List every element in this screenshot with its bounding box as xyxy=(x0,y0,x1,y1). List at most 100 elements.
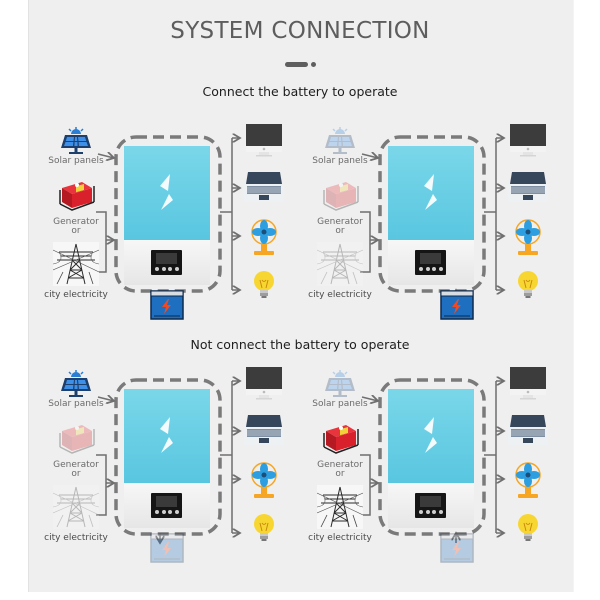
solar-label: Solar panels xyxy=(312,399,368,409)
lightning-logo-icon xyxy=(424,417,437,453)
load-desktop-monitor xyxy=(506,122,550,158)
fan-icon xyxy=(251,462,277,498)
generator-icon xyxy=(323,182,359,211)
title-decoration-bar xyxy=(285,62,308,67)
load-electric-fan xyxy=(506,218,550,255)
generator-label: Generator or xyxy=(306,461,374,479)
battery xyxy=(150,290,184,320)
inverter-front-panel xyxy=(388,146,474,240)
lightning-logo-icon xyxy=(424,174,437,210)
section-heading-with-battery: Connect the battery to operate xyxy=(202,84,398,99)
load-light-bulb xyxy=(242,511,286,547)
generator-label: Generator or xyxy=(42,461,110,479)
generator-icon xyxy=(59,425,95,454)
inverter-front-panel xyxy=(124,146,210,240)
generator-source xyxy=(42,419,110,455)
generator-source xyxy=(42,176,110,212)
solar-arrow xyxy=(361,154,378,158)
inverter-dashed-boundary xyxy=(378,135,486,293)
load-electric-fan xyxy=(242,461,286,498)
load-laptop xyxy=(242,413,286,449)
load-light-bulb xyxy=(506,268,550,304)
lcd-buttons xyxy=(419,267,443,272)
generator-city-bracket xyxy=(96,454,107,516)
power-tower-icon xyxy=(53,485,99,529)
monitor-icon xyxy=(510,124,546,157)
lcd-screen xyxy=(156,496,177,507)
load-laptop xyxy=(506,413,550,449)
light-bulb-icon xyxy=(518,271,538,298)
generator-label-line1: Generator xyxy=(317,217,363,227)
generator-city-bracket xyxy=(96,211,107,273)
laptop-icon xyxy=(508,172,548,202)
lcd-screen xyxy=(420,496,441,507)
solar-panel-icon xyxy=(325,370,355,397)
inverter-dashed-boundary xyxy=(378,378,486,536)
fan-icon xyxy=(515,219,541,255)
light-bulb-icon xyxy=(254,514,274,541)
inverter-front-panel xyxy=(124,389,210,483)
inverter-dashed-boundary xyxy=(114,378,222,536)
hybrid-inverter xyxy=(124,146,210,285)
load-desktop-monitor xyxy=(242,122,286,158)
city-electricity-label: city electricity xyxy=(44,533,108,543)
city-electricity-source xyxy=(42,242,110,286)
generator-city-bracket xyxy=(360,211,371,273)
generator-label-line2: or xyxy=(71,226,81,236)
load-electric-fan xyxy=(506,461,550,498)
connection-diagram-solar-only: Solar panels Generator or xyxy=(42,363,292,568)
generator-label-line2: or xyxy=(335,226,345,236)
solar-source: Solar panels xyxy=(42,369,110,409)
light-bulb-icon xyxy=(254,271,274,298)
generator-label-line1: Generator xyxy=(317,460,363,470)
light-bulb-icon xyxy=(518,514,538,541)
generator-source xyxy=(306,176,374,212)
hybrid-inverter xyxy=(124,389,210,528)
solar-panel-icon xyxy=(325,127,355,154)
generator-label-line2: or xyxy=(71,469,81,479)
solar-label: Solar panels xyxy=(312,156,368,166)
city-electricity-label: city electricity xyxy=(44,290,108,300)
load-desktop-monitor xyxy=(242,365,286,401)
lcd-buttons xyxy=(155,510,179,515)
battery xyxy=(150,533,184,563)
load-light-bulb xyxy=(506,511,550,547)
hybrid-inverter xyxy=(388,389,474,528)
connector-lines xyxy=(96,363,292,568)
city-electricity-source xyxy=(306,485,374,529)
load-desktop-monitor xyxy=(506,365,550,401)
section-heading-without-battery: Not connect the battery to operate xyxy=(190,337,410,352)
monitor-icon xyxy=(510,367,546,400)
solar-label: Solar panels xyxy=(48,399,104,409)
solar-panel-icon xyxy=(61,127,91,154)
generator-label: Generator or xyxy=(306,218,374,236)
laptop-icon xyxy=(244,172,284,202)
inverter-lcd-display xyxy=(415,493,446,518)
lcd-screen xyxy=(420,253,441,264)
battery-icon xyxy=(440,533,474,563)
city-electricity-label: city electricity xyxy=(308,290,372,300)
solar-source: Solar panels xyxy=(306,126,374,166)
inverter-lcd-display xyxy=(151,493,182,518)
connection-diagram-battery-only: Solar panels Generator or xyxy=(306,120,556,325)
inverter-lcd-display xyxy=(415,250,446,275)
lcd-buttons xyxy=(419,510,443,515)
lightning-logo-icon xyxy=(160,417,173,453)
battery-icon xyxy=(150,290,184,320)
city-electricity-label: city electricity xyxy=(308,533,372,543)
generator-city-bracket xyxy=(360,454,371,516)
connector-lines xyxy=(360,120,556,300)
solar-source: Solar panels xyxy=(42,126,110,166)
load-laptop xyxy=(506,170,550,206)
battery-icon xyxy=(150,533,184,563)
connector-lines xyxy=(360,363,556,543)
fan-icon xyxy=(515,462,541,498)
power-tower-icon xyxy=(53,242,99,286)
lcd-buttons xyxy=(155,267,179,272)
city-electricity-source xyxy=(42,485,110,529)
laptop-icon xyxy=(244,415,284,445)
city-electricity-source xyxy=(306,242,374,286)
power-tower-icon xyxy=(317,242,363,286)
generator-icon xyxy=(323,425,359,454)
lcd-screen xyxy=(156,253,177,264)
